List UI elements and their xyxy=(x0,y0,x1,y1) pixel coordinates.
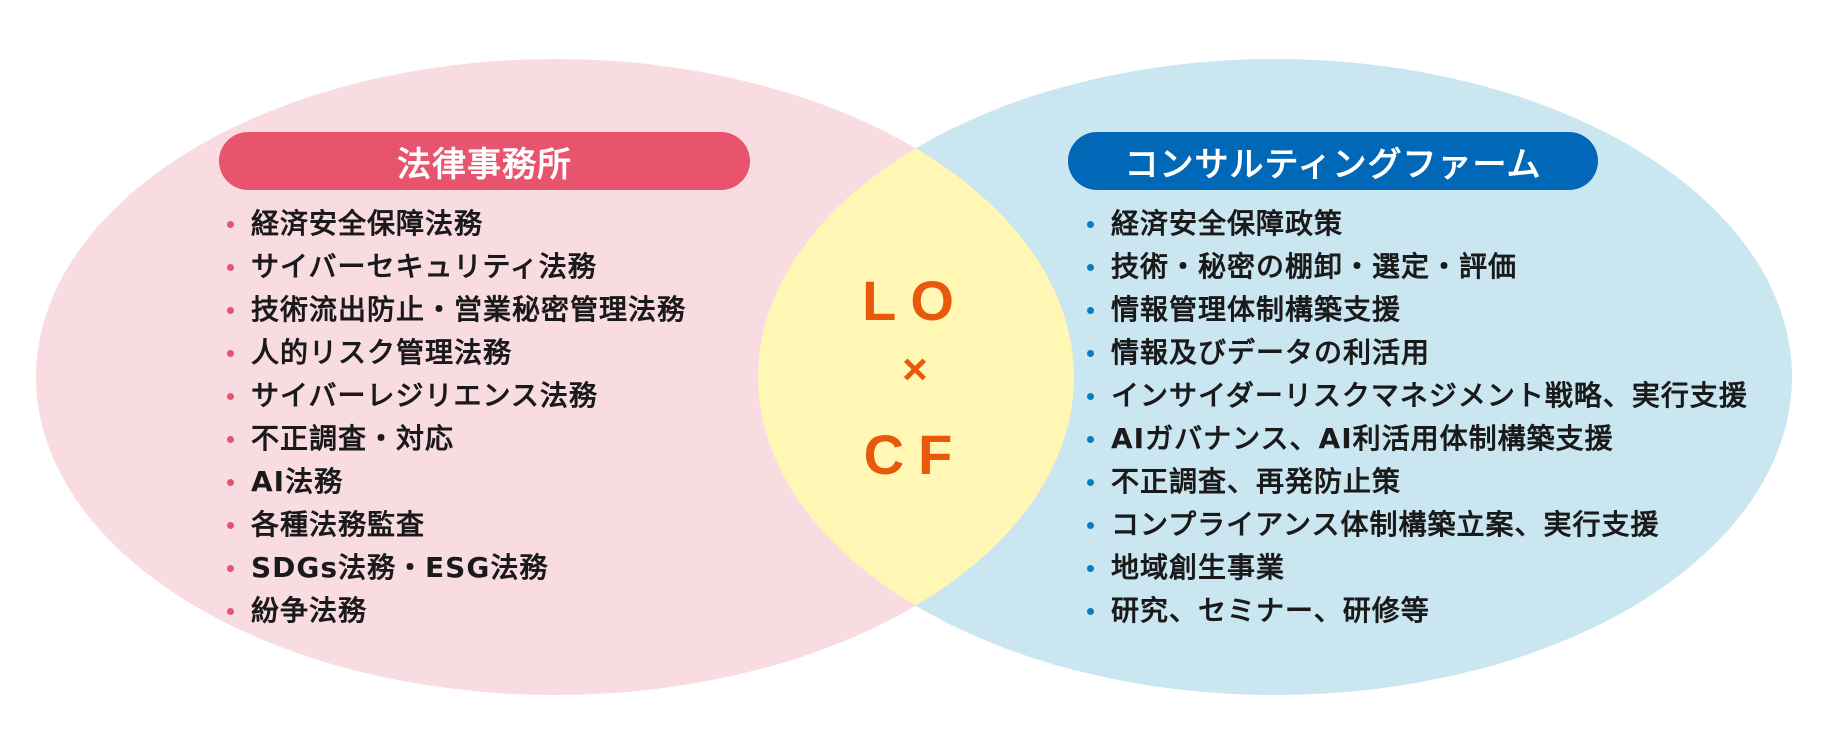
bullet-icon xyxy=(227,479,234,486)
list-item: 不正調査・対応 xyxy=(227,417,686,460)
item-label: 各種法務監査 xyxy=(251,508,426,541)
item-label: 不正調査、再発防止策 xyxy=(1111,465,1402,498)
list-item: 不正調査、再発防止策 xyxy=(1087,460,1748,503)
bullet-icon xyxy=(227,221,234,228)
list-item: 技術・秘密の棚卸・選定・評価 xyxy=(1087,245,1748,288)
item-label: 経済安全保障法務 xyxy=(251,207,484,240)
list-item: SDGs法務・ESG法務 xyxy=(227,546,686,589)
item-label: 情報管理体制構築支援 xyxy=(1111,293,1402,326)
list-item: 各種法務監査 xyxy=(227,503,686,546)
item-label: 技術・秘密の棚卸・選定・評価 xyxy=(1111,250,1518,283)
item-label: インサイダーリスクマネジメント戦略、実行支援 xyxy=(1111,379,1748,412)
bullet-icon xyxy=(1087,307,1094,314)
list-item: 情報及びデータの利活用 xyxy=(1087,331,1748,374)
list-item: 人的リスク管理法務 xyxy=(227,331,686,374)
list-item: 経済安全保障法務 xyxy=(227,202,686,245)
item-label: SDGs法務・ESG法務 xyxy=(251,551,549,584)
center-label-times: × xyxy=(902,345,928,394)
item-label: 研究、セミナー、研修等 xyxy=(1111,594,1430,627)
bullet-icon xyxy=(1087,608,1094,615)
list-item: サイバーレジリエンス法務 xyxy=(227,374,686,417)
list-item: 紛争法務 xyxy=(227,589,686,632)
list-item: AI法務 xyxy=(227,460,686,503)
bullet-icon xyxy=(227,565,234,572)
center-label-cf: CF xyxy=(863,423,967,486)
list-item: インサイダーリスクマネジメント戦略、実行支援 xyxy=(1087,374,1748,417)
item-label: サイバーセキュリティ法務 xyxy=(251,250,597,283)
bullet-icon xyxy=(227,350,234,357)
list-item: AIガバナンス、AI利活用体制構築支援 xyxy=(1087,417,1748,460)
bullet-icon xyxy=(1087,350,1094,357)
item-label: AI法務 xyxy=(251,465,344,498)
item-label: AIガバナンス、AI利活用体制構築支援 xyxy=(1111,422,1614,455)
consulting-firm-title: コンサルティングファーム xyxy=(1068,132,1598,190)
bullet-icon xyxy=(1087,565,1094,572)
bullet-icon xyxy=(227,264,234,271)
bullet-icon xyxy=(227,393,234,400)
bullet-icon xyxy=(1087,264,1094,271)
bullet-icon xyxy=(227,436,234,443)
bullet-icon xyxy=(227,522,234,529)
list-item: 技術流出防止・営業秘密管理法務 xyxy=(227,288,686,331)
list-item: サイバーセキュリティ法務 xyxy=(227,245,686,288)
bullet-icon xyxy=(1087,393,1094,400)
consulting-firm-list: 経済安全保障政策 技術・秘密の棚卸・選定・評価 情報管理体制構築支援 情報及びデ… xyxy=(1087,202,1748,632)
law-firm-title: 法律事務所 xyxy=(219,132,750,190)
list-item: コンプライアンス体制構築立案、実行支援 xyxy=(1087,503,1748,546)
item-label: 人的リスク管理法務 xyxy=(251,336,513,369)
item-label: 技術流出防止・営業秘密管理法務 xyxy=(251,293,687,326)
bullet-icon xyxy=(1087,522,1094,529)
consulting-firm-circle xyxy=(758,59,1792,695)
item-label: 紛争法務 xyxy=(251,594,368,627)
item-label: サイバーレジリエンス法務 xyxy=(251,379,598,412)
center-label-lo: LO xyxy=(862,269,968,332)
law-firm-list: 経済安全保障法務 サイバーセキュリティ法務 技術流出防止・営業秘密管理法務 人的… xyxy=(227,202,686,632)
list-item: 経済安全保障政策 xyxy=(1087,202,1748,245)
item-label: コンプライアンス体制構築立案、実行支援 xyxy=(1111,508,1660,541)
item-label: 地域創生事業 xyxy=(1111,551,1286,584)
law-firm-circle xyxy=(36,59,1074,695)
item-label: 不正調査・対応 xyxy=(251,422,455,455)
item-label: 情報及びデータの利活用 xyxy=(1111,336,1431,369)
bullet-icon xyxy=(1087,436,1094,443)
bullet-icon xyxy=(1087,479,1094,486)
item-label: 経済安全保障政策 xyxy=(1111,207,1344,240)
bullet-icon xyxy=(1087,221,1094,228)
list-item: 地域創生事業 xyxy=(1087,546,1748,589)
list-item: 研究、セミナー、研修等 xyxy=(1087,589,1748,632)
bullet-icon xyxy=(227,608,234,615)
bullet-icon xyxy=(227,307,234,314)
list-item: 情報管理体制構築支援 xyxy=(1087,288,1748,331)
